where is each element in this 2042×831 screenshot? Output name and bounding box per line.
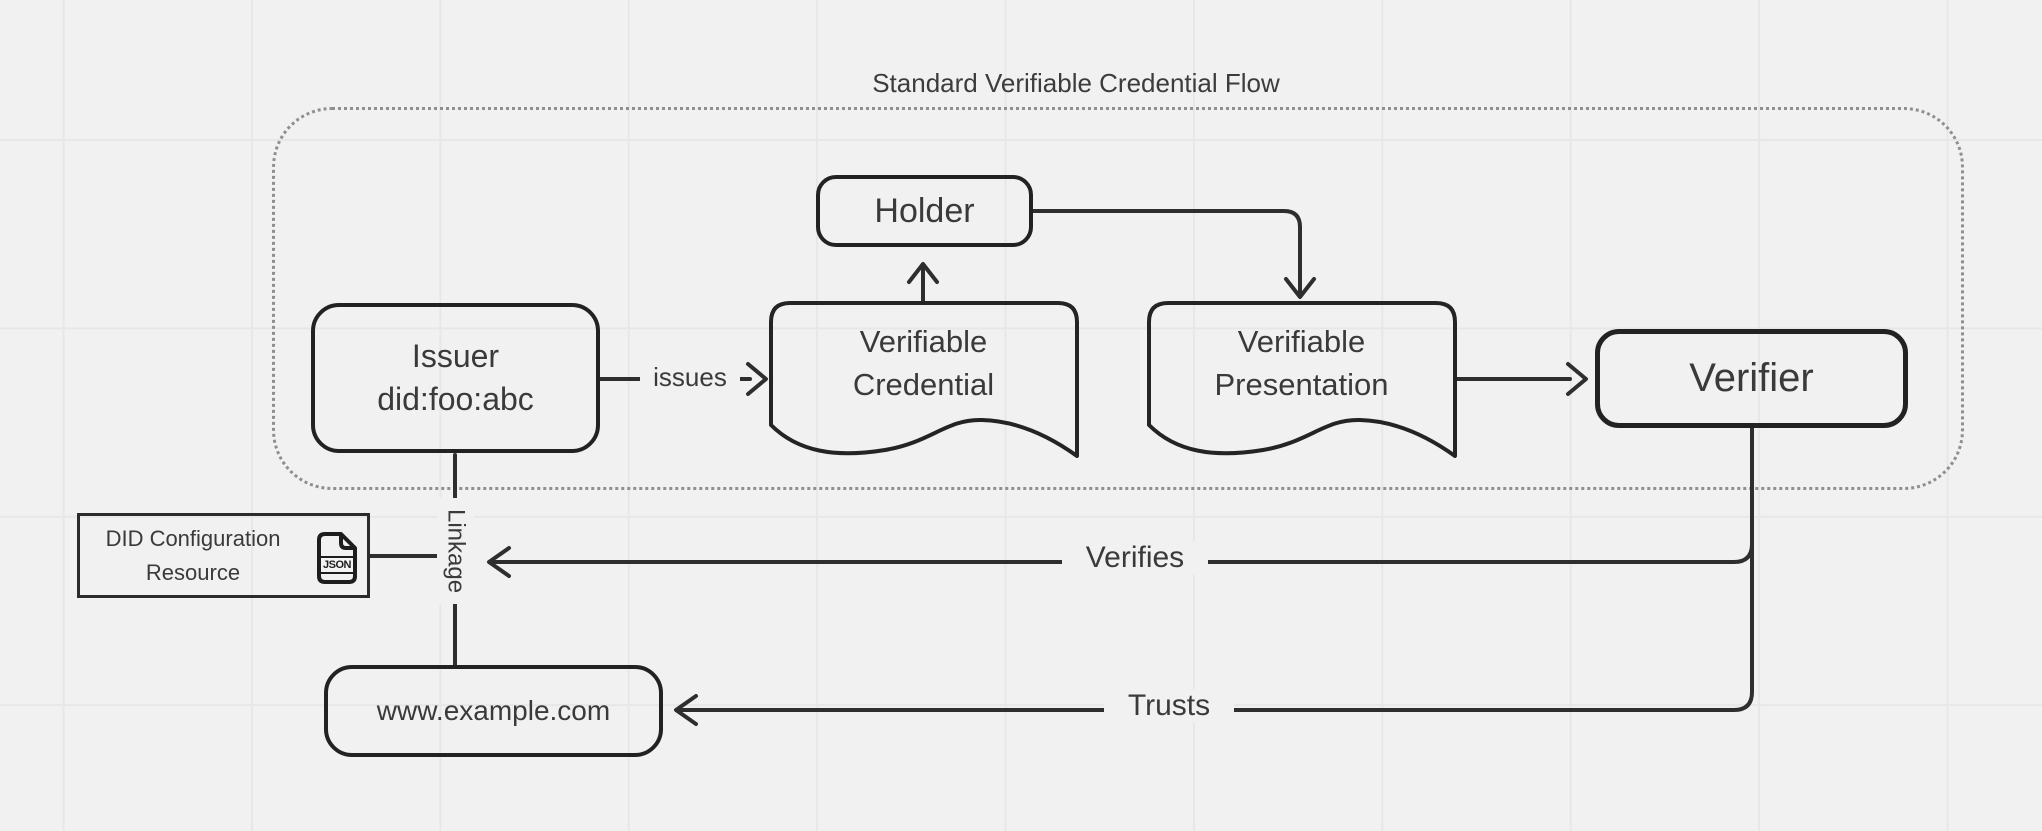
flow-title: Standard Verifiable Credential Flow [872, 68, 1280, 98]
holder-label: Holder [874, 191, 975, 230]
issuer-node: Issuer did:foo:abc [311, 303, 600, 453]
verifiable-presentation-node: Verifiable Presentation [1146, 300, 1457, 458]
did-configuration-line2: Resource [145, 559, 241, 585]
verifies-edge-label: Verifies [1062, 541, 1208, 575]
website-label: www.example.com [376, 695, 611, 726]
verifies-arrowhead [487, 546, 511, 578]
issuer-label-line2: did:foo:abc [377, 381, 534, 417]
trusts-arrowhead [674, 694, 698, 726]
did-configuration-label: DID Configuration Resource [93, 522, 293, 590]
verifier-label: Verifier [1689, 356, 1814, 400]
linkage-edge-label: Linkage [437, 498, 474, 604]
document-shape [769, 301, 1079, 458]
trusts-edge-label: Trusts [1104, 689, 1234, 723]
document-shape [1147, 301, 1457, 458]
issues-edge-label: issues [640, 362, 740, 393]
verifiable-presentation-line2: Presentation [1214, 367, 1389, 402]
issuer-label-line1: Issuer [411, 338, 500, 374]
verifiable-credential-label: Verifiable Credential [768, 320, 1079, 406]
verifiable-credential-line1: Verifiable [859, 324, 988, 359]
document-outline [769, 301, 1079, 458]
did-configuration-line1: DID Configuration [105, 525, 281, 551]
website-node: www.example.com [324, 665, 663, 757]
did-configuration-resource-node: DID Configuration Resource JSON [77, 513, 370, 598]
file-fold-corner [339, 535, 354, 550]
verifiable-presentation-line1: Verifiable [1237, 324, 1366, 359]
holder-node: Holder [816, 175, 1033, 247]
verifiable-credential-node: Verifiable Credential [768, 300, 1079, 458]
json-file-icon: JSON [316, 531, 358, 585]
document-outline [1147, 301, 1457, 458]
verifier-node: Verifier [1595, 329, 1908, 428]
verifiable-credential-line2: Credential [852, 367, 995, 402]
file-outline [317, 532, 357, 584]
verifiable-presentation-label: Verifiable Presentation [1146, 320, 1457, 406]
json-icon-label: JSON [319, 556, 355, 574]
json-file-icon-shape [317, 532, 357, 584]
